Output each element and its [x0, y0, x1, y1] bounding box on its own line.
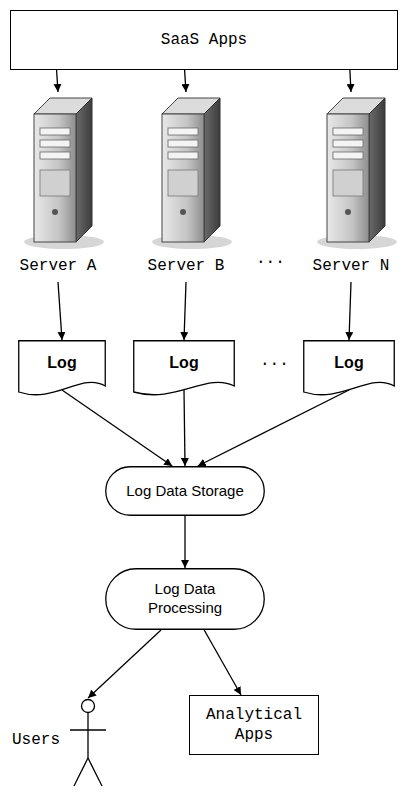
- ellipsis-label: ...: [256, 250, 285, 268]
- process-box: Analytical Apps: [189, 695, 319, 755]
- server-node: Server B: [140, 92, 232, 284]
- node-label: Log Data Processing: [123, 580, 247, 618]
- user-actor: Users: [8, 698, 112, 790]
- log-document: Log: [133, 340, 235, 400]
- server-node: Server A: [12, 92, 104, 284]
- server-node: Server N: [305, 92, 397, 284]
- connector-arrow: [88, 630, 161, 698]
- server-icon: [140, 92, 232, 252]
- connector-arrow: [62, 390, 172, 466]
- node-label: Log: [47, 353, 76, 373]
- node-label: Log: [334, 353, 363, 373]
- connector-arrow: [184, 390, 185, 466]
- node-label: Analytical Apps: [198, 705, 310, 745]
- node-label: Log: [169, 353, 198, 373]
- server-label: Server A: [2, 256, 114, 276]
- server-icon: [305, 92, 397, 252]
- connector-arrow: [184, 516, 185, 568]
- server-label: Server B: [130, 256, 242, 276]
- process-box: SaaS Apps: [10, 10, 398, 70]
- log-document: Log: [303, 340, 395, 400]
- connector-arrow: [184, 282, 186, 340]
- process-pill: Log Data Storage: [105, 466, 265, 516]
- connector-arrow: [58, 282, 62, 340]
- connector-arrow: [349, 282, 351, 340]
- ellipsis-label: ...: [260, 352, 289, 370]
- actor-label: Users: [12, 730, 60, 750]
- node-label: Log Data Storage: [126, 482, 244, 501]
- connector-arrow: [57, 70, 58, 92]
- connector-arrow: [198, 390, 349, 466]
- connector-arrow: [204, 630, 241, 695]
- process-pill: Log Data Processing: [105, 568, 265, 630]
- connector-arrow: [350, 70, 351, 92]
- server-icon: [12, 92, 104, 252]
- connector-arrow: [185, 70, 186, 92]
- server-label: Server N: [295, 256, 407, 276]
- node-label: SaaS Apps: [161, 30, 247, 50]
- log-document: Log: [18, 340, 106, 400]
